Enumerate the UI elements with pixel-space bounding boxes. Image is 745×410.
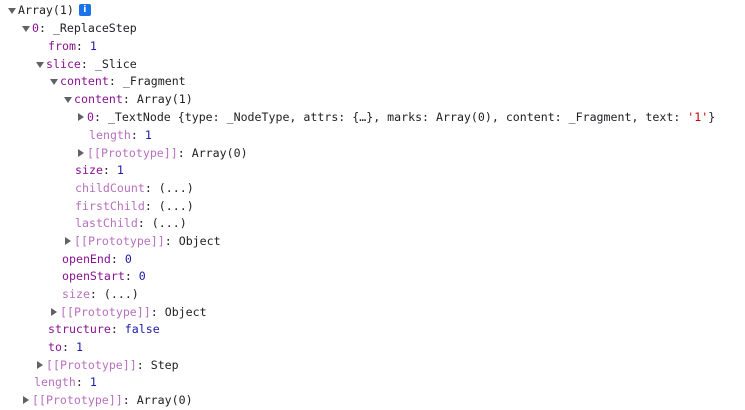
property-key: [[Prototype]] [46, 358, 137, 372]
expand-arrow-icon[interactable] [62, 233, 74, 249]
property-value: _ReplaceStep [52, 21, 137, 35]
property-value: 0 [124, 252, 132, 266]
getter-invoke[interactable]: (...) [158, 199, 194, 213]
property-value: Step [150, 358, 179, 372]
property-key: lastChild [75, 216, 138, 230]
property-key: structure [48, 322, 111, 336]
property-key: 0 [87, 110, 94, 124]
property-value: 0 [138, 269, 146, 283]
property-value: Object [164, 305, 207, 319]
property-key: firstChild [75, 199, 145, 213]
tree-row-child-count[interactable]: childCount: (...) [75, 181, 194, 195]
property-value: 1 [75, 340, 83, 354]
property-key: content [60, 74, 109, 88]
property-key: [[Prototype]] [87, 146, 178, 160]
property-key: [[Prototype]] [74, 234, 165, 248]
tree-row-size: size: 1 [75, 163, 124, 177]
info-icon[interactable]: i [78, 4, 91, 16]
property-value: 1 [144, 128, 152, 142]
tree-row-prototype[interactable]: [[Prototype]]: Object [48, 304, 207, 320]
tree-row-root-array[interactable]: Array(1) i [6, 2, 91, 18]
object-close-brace: } [708, 110, 716, 124]
expand-arrow-icon[interactable] [75, 109, 87, 125]
property-value: _Fragment [122, 74, 186, 88]
property-key: 0 [32, 21, 39, 35]
expand-arrow-icon[interactable] [75, 145, 87, 161]
getter-invoke[interactable]: (...) [158, 181, 194, 195]
tree-row-text-node[interactable]: 0: _TextNode {type: _NodeType, attrs: {…… [75, 109, 715, 125]
property-key: content [74, 92, 123, 106]
tree-row-first-child[interactable]: firstChild: (...) [75, 199, 194, 213]
property-value: 1 [116, 163, 124, 177]
tree-row-prototype[interactable]: [[Prototype]]: Step [34, 357, 179, 373]
property-key: childCount [75, 181, 145, 195]
tree-row-content-array[interactable]: content: Array(1) [62, 91, 193, 107]
property-key: openEnd [62, 252, 111, 266]
getter-invoke[interactable]: (...) [103, 287, 139, 301]
property-key: [[Prototype]] [60, 305, 151, 319]
root-array-label: Array(1) [18, 3, 74, 17]
tree-row-content-fragment[interactable]: content: _Fragment [48, 73, 186, 89]
property-key: openStart [62, 269, 125, 283]
expand-arrow-icon[interactable] [48, 304, 60, 320]
collapse-arrow-icon[interactable] [34, 56, 46, 72]
property-key: slice [46, 57, 81, 71]
collapse-arrow-icon[interactable] [20, 20, 32, 36]
tree-row-prototype[interactable]: [[Prototype]]: Array(0) [20, 392, 193, 408]
tree-row-structure: structure: false [48, 322, 160, 336]
text-string-value: '1' [687, 110, 709, 124]
property-value: false [124, 322, 160, 336]
property-value: Object [178, 234, 221, 248]
property-value: 1 [89, 39, 97, 53]
tree-row-last-child[interactable]: lastChild: (...) [75, 216, 187, 230]
tree-row-replace-step[interactable]: 0: _ReplaceStep [20, 20, 137, 36]
collapse-arrow-icon[interactable] [48, 73, 60, 89]
property-key: to [48, 340, 62, 354]
property-value: _Slice [94, 57, 137, 71]
property-key: from [48, 39, 76, 53]
tree-row-open-end: openEnd: 0 [62, 252, 132, 266]
property-value: Array(0) [136, 393, 193, 407]
property-key: length [89, 128, 131, 142]
property-value: _TextNode {type: _NodeType, attrs: {…}, … [107, 110, 688, 124]
tree-row-length: length: 1 [89, 128, 152, 142]
tree-row-slice[interactable]: slice: _Slice [34, 56, 137, 72]
tree-row-length: length: 1 [34, 375, 97, 389]
tree-row-from: from: 1 [48, 39, 97, 53]
tree-row-size-getter[interactable]: size: (...) [62, 287, 139, 301]
property-key: length [34, 375, 76, 389]
tree-row-prototype[interactable]: [[Prototype]]: Object [62, 233, 221, 249]
property-value: Array(1) [136, 92, 193, 106]
property-value: Array(0) [191, 146, 248, 160]
tree-row-to: to: 1 [48, 340, 83, 354]
property-value: 1 [89, 375, 97, 389]
property-key: [[Prototype]] [32, 393, 123, 407]
expand-arrow-icon[interactable] [34, 357, 46, 373]
tree-row-prototype[interactable]: [[Prototype]]: Array(0) [75, 145, 248, 161]
expand-arrow-icon[interactable] [20, 392, 32, 408]
getter-invoke[interactable]: (...) [151, 216, 187, 230]
collapse-arrow-icon[interactable] [62, 91, 74, 107]
property-key: size [62, 287, 90, 301]
collapse-arrow-icon[interactable] [6, 2, 18, 18]
property-key: size [75, 163, 103, 177]
tree-row-open-start: openStart: 0 [62, 269, 146, 283]
